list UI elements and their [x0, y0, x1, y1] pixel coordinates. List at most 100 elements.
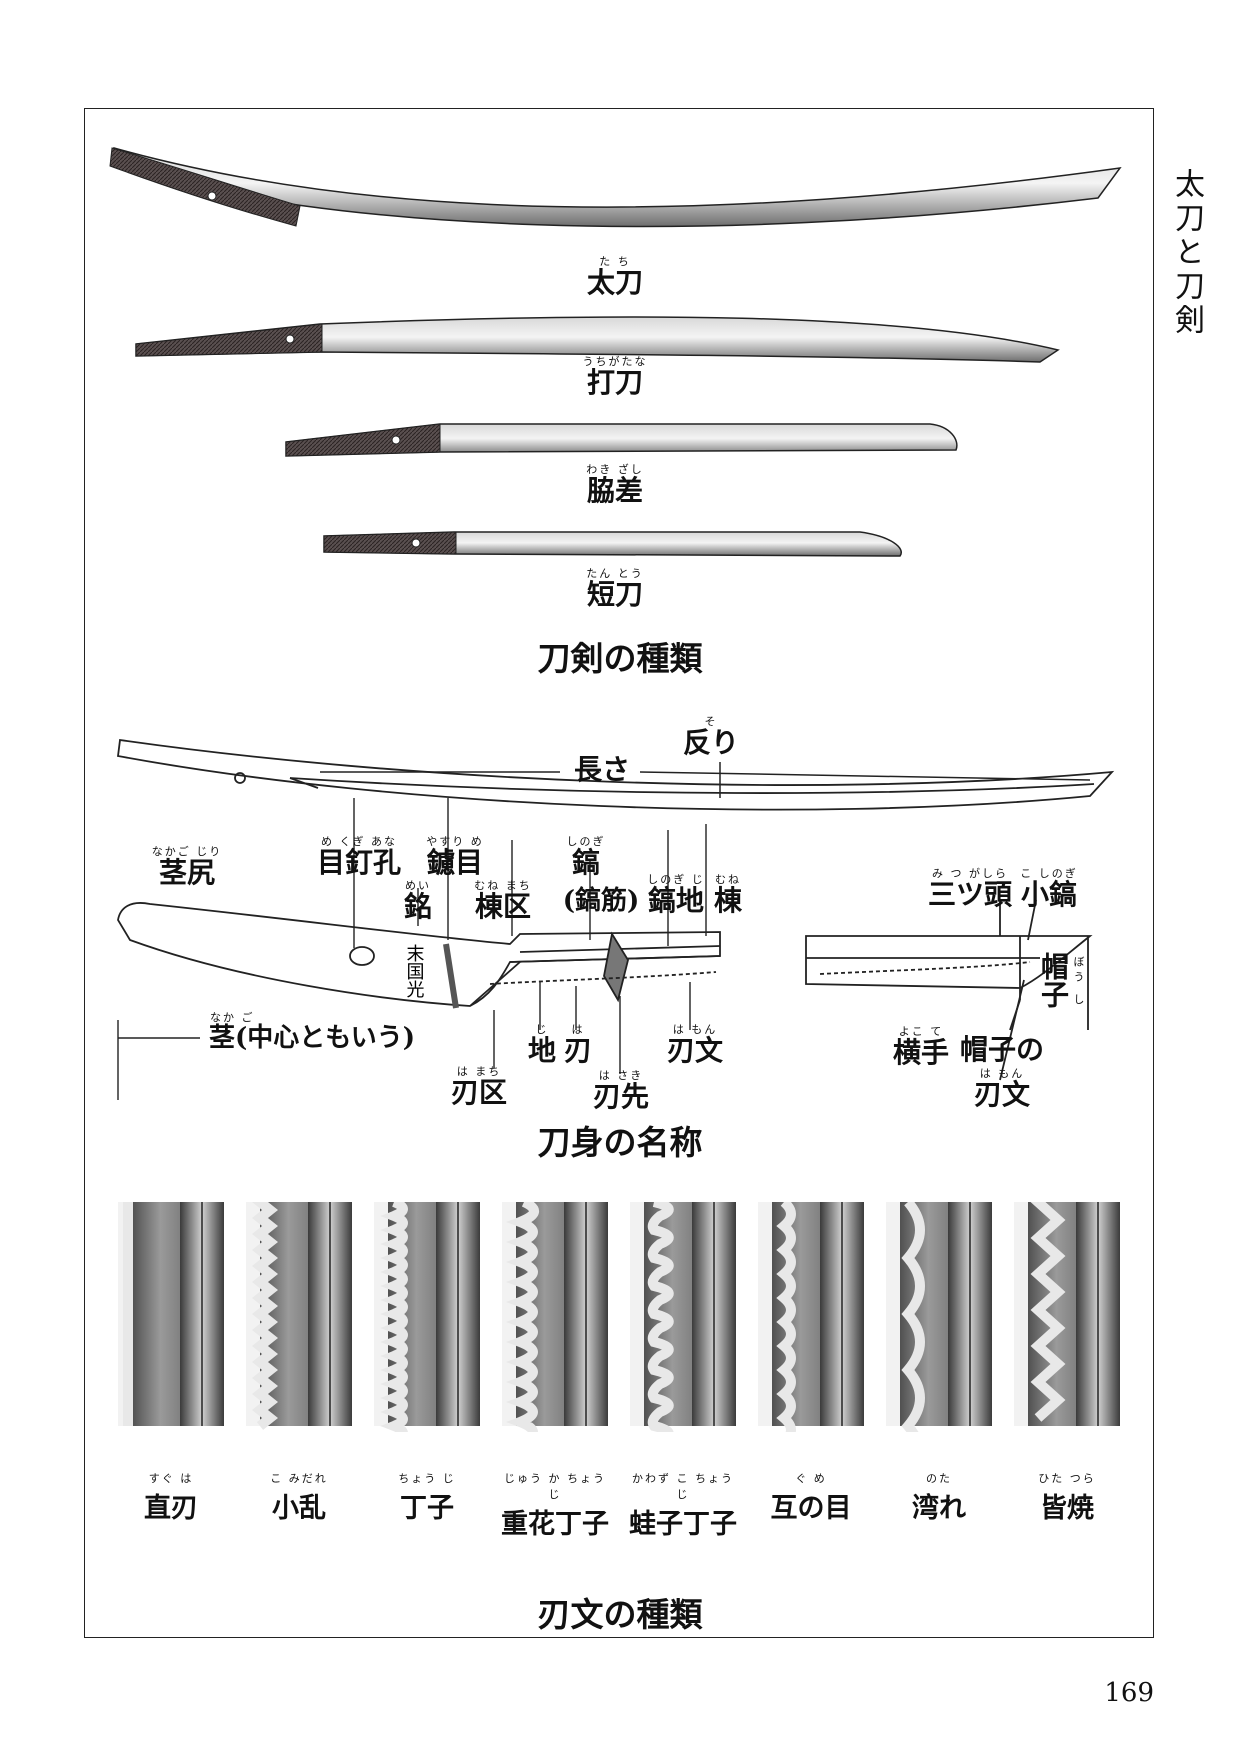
hamon-ruby: かわず こ ちょう じ: [632, 1472, 734, 1501]
label-mune: むね 棟: [708, 874, 748, 915]
blade-parts-illustration: 末国光: [117, 738, 1115, 1100]
ruby-boushi-hamon: は もん: [979, 1067, 1025, 1080]
hamon-pattern: [776, 1202, 796, 1432]
text-boushi-hamon-1: 帽子の: [959, 1033, 1044, 1066]
hamon-strip-8: [1014, 1202, 1120, 1426]
label-hamon: は もん 刃文: [660, 1024, 730, 1065]
label-munemachi: むね まち 棟区: [466, 880, 540, 921]
label-wakizashi: わき ざし 脇差: [580, 464, 650, 505]
hamon-label-8: ひた つら皆焼: [1012, 1470, 1122, 1525]
page-frame: [84, 108, 1154, 1638]
label-boushi: 帽子 ぼう し: [1037, 952, 1098, 1044]
label-nakagojiri: なかご じり 茎尻: [150, 846, 224, 887]
ruby-munemachi: むね まち: [474, 879, 532, 892]
hamon-pattern: [380, 1202, 408, 1432]
tip-closeup: [805, 899, 1093, 1081]
label-ha: は 刃: [560, 1024, 596, 1065]
text-koshinogi: 小鎬: [1020, 878, 1077, 911]
tang-inscription: 末国光: [404, 944, 425, 999]
text-mekugiana: 目釘孔: [316, 846, 401, 879]
hamon-label-5: かわず こ ちょう じ蛙子丁子: [628, 1470, 738, 1541]
text-wakizashi: 脇差: [586, 474, 643, 507]
ruby-mitsukashira: み つ がしら: [932, 867, 1008, 880]
hamon-strip-edge: [886, 1202, 900, 1426]
hamon-label-3: ちょう じ丁子: [372, 1470, 482, 1525]
label-yasurime: やすり め 鑢目: [418, 836, 492, 877]
hamon-strip-1: [118, 1202, 224, 1426]
hamon-ruby: じゅう か ちょう じ: [504, 1472, 606, 1501]
heading-blade-parts: 刀身の名称: [537, 1123, 703, 1162]
text-shinogiji: 鎬地: [647, 884, 704, 917]
text-tanto: 短刀: [586, 578, 643, 611]
ruby-koshinogi: こ しのぎ: [1020, 867, 1078, 880]
ruby-uchigatana: うちがたな: [582, 355, 648, 368]
text-hamachi: 刃区: [450, 1076, 507, 1109]
text-boushi: 帽子: [1037, 952, 1070, 1008]
hamon-pattern: [647, 1202, 674, 1432]
label-tanto: たん とう 短刀: [580, 568, 650, 609]
ruby-yokote: よこ て: [898, 1025, 944, 1038]
hamon-strip-7: [886, 1202, 992, 1432]
ruby-hasaki: は さき: [598, 1069, 644, 1082]
text-nagasa: 長さ: [573, 753, 630, 786]
text-ji: 地: [527, 1034, 556, 1067]
hamon-ruby: ちょう じ: [398, 1472, 456, 1485]
label-nagasa: 長さ: [566, 756, 638, 784]
ruby-nakagojiri: なかご じり: [151, 845, 223, 858]
text-yasurime: 鑢目: [426, 846, 483, 879]
hamon-strip-edge: [1014, 1202, 1028, 1426]
hamon-label-7: のた湾れ: [884, 1470, 994, 1525]
ruby-sori: そ: [704, 715, 718, 728]
hamon-name: 小乱: [272, 1493, 326, 1524]
hamon-name: 直刃: [144, 1493, 198, 1524]
label-koshinogi: こ しのぎ 小鎬: [1012, 868, 1086, 909]
ruby-tachi: た ち: [599, 255, 631, 268]
text-hasaki: 刃先: [592, 1080, 649, 1113]
hamon-name: 蛙子丁子: [629, 1509, 737, 1540]
ruby-hamon: は もん: [672, 1023, 718, 1036]
hamon-label-1: すぐ は直刃: [116, 1470, 226, 1525]
text-mitsukashira: 三ツ頭: [927, 878, 1012, 911]
length-line-right: [639, 771, 1091, 781]
ruby-hamachi: は まち: [456, 1065, 502, 1078]
ruby-shinogi: しのぎ: [566, 835, 606, 848]
text-nakagojiri: 茎尻: [158, 856, 215, 889]
hamon-ruby: ぐ め: [795, 1472, 827, 1485]
label-nakago: なか ご 茎(中心ともいう): [202, 1012, 422, 1051]
hamon-ruby: のた: [926, 1472, 952, 1485]
label-ji: じ 地: [524, 1024, 560, 1065]
ruby-ji: じ: [535, 1023, 549, 1036]
label-hasaki: は さき 刃先: [586, 1070, 656, 1111]
hamon-strip-2: [246, 1202, 352, 1430]
side-title: 太刀と刀剣: [1169, 168, 1204, 338]
hamon-label-4: じゅう か ちょう じ重花丁子: [500, 1470, 610, 1541]
label-mei: めい 銘: [398, 880, 438, 921]
text-uchigatana: 打刀: [586, 366, 643, 399]
label-hamachi: は まち 刃区: [444, 1066, 514, 1107]
text-ha: 刃: [563, 1034, 592, 1067]
hamon-strip-5: [630, 1202, 736, 1432]
text-shinogisuji: (鎬筋): [562, 886, 640, 916]
label-yokote: よこ て 横手: [886, 1026, 956, 1067]
hamon-strip-3: [374, 1202, 480, 1432]
text-mei: 銘: [403, 890, 432, 923]
label-mekugiana: め くぎ あな 目釘孔: [316, 836, 402, 877]
hamon-name: 重花丁子: [501, 1509, 609, 1540]
label-uchigatana: うちがたな 打刀: [580, 356, 650, 397]
text-yokote: 横手: [892, 1036, 949, 1069]
ruby-ha: は: [571, 1023, 585, 1036]
label-shinogiji: しのぎ じ 鎬地: [636, 874, 716, 915]
hamon-strip-edge: [630, 1202, 644, 1426]
leader-lines: [117, 798, 707, 1100]
tachi-sword: [109, 147, 1122, 228]
hamon-ruby: すぐ は: [148, 1472, 194, 1485]
ruby-yasurime: やすり め: [426, 835, 484, 848]
label-sori: そ 反り: [676, 716, 746, 757]
hamon-pattern: [1030, 1202, 1066, 1422]
hamon-label-6: ぐ め互の目: [756, 1470, 866, 1525]
hamon-ruby: こ みだれ: [270, 1472, 328, 1485]
ruby-tanto: たん とう: [586, 567, 644, 580]
hamon-name: 丁子: [400, 1493, 454, 1524]
text-boushi-hamon-2: 刃文: [973, 1078, 1030, 1111]
hamon-pattern: [251, 1202, 279, 1430]
